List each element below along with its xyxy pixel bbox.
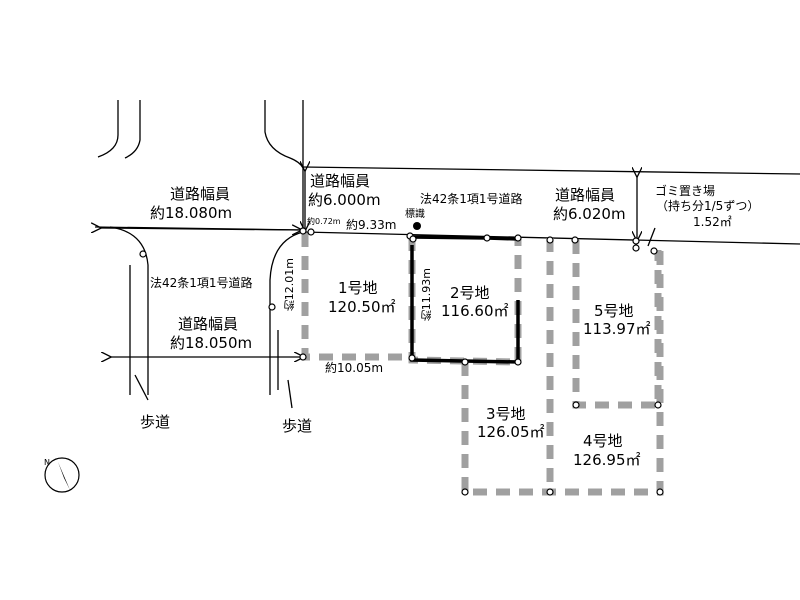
boundary-points [139,227,664,496]
road-width-value-right: 約6.020m [553,205,626,223]
road-width-label-left: 道路幅員 [170,185,231,203]
road-width-value-bottom: 約18.050m [170,334,253,352]
compass-icon [44,457,80,493]
garbage-share: （持ち分1/5ずつ） [656,199,760,213]
lot-4-name: 4号地 [583,432,623,450]
lot-2-area: 116.60㎡ [441,302,509,320]
lot-3-area: 126.05㎡ [477,423,545,441]
dim-10-05: 約10.05m [325,361,384,375]
road-width-label-mid: 道路幅員 [310,172,371,190]
compass-label: N [44,458,50,467]
lot-1-area: 120.50㎡ [328,298,396,316]
lot-5-area: 113.97㎡ [583,320,651,338]
road-type-left: 法42条1項1号道路 [150,276,253,290]
dim-12-01: 約12.01m [283,258,296,312]
road-width-value-left: 約18.080m [150,204,233,222]
road-width-label-bottom: 道路幅員 [178,315,239,333]
sign-label: 標識 [405,209,425,220]
dim-0-72: 約0.72m [307,217,341,226]
garbage-area: 1.52㎡ [693,215,732,229]
lot-5-name: 5号地 [594,302,634,320]
lot-1-name: 1号地 [338,279,378,297]
garbage-title: ゴミ置き場 [655,184,716,198]
road-type-top: 法42条1項1号道路 [420,192,523,206]
dim-11-93: 約11.93m [420,268,433,322]
road-width-value-mid: 約6.000m [308,191,381,209]
dim-9-33: 約9.33m [346,218,397,232]
lot-4-area: 126.95㎡ [573,451,641,469]
lot-2-name: 2号地 [450,284,490,302]
road-width-label-right: 道路幅員 [555,186,616,204]
road-lines [95,100,800,409]
sidewalk-label-right: 歩道 [282,417,313,435]
lot-3-name: 3号地 [486,405,526,423]
sign-marker [413,222,421,230]
sidewalk-label-left: 歩道 [140,413,171,431]
